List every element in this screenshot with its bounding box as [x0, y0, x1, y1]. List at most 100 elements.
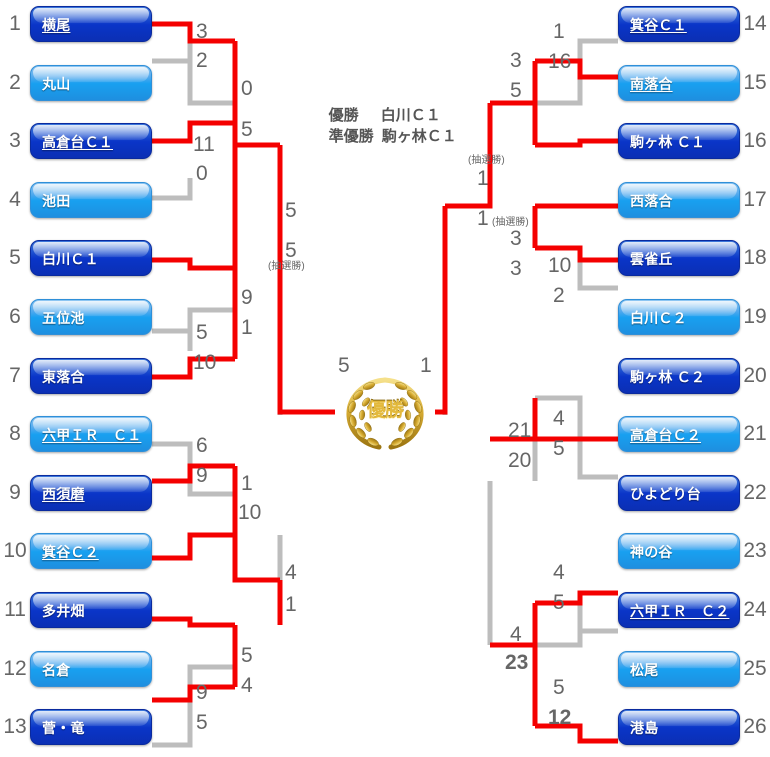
score-value: 5 — [241, 118, 253, 141]
team-name: 駒ヶ林 Ｃ２ — [630, 369, 706, 385]
team-box[interactable]: 港島 — [618, 709, 740, 745]
seed-number: 8 — [9, 422, 21, 445]
seed-number: 3 — [9, 129, 21, 152]
team-box[interactable]: 箕谷Ｃ２ — [30, 533, 152, 569]
team-box[interactable]: 高倉台Ｃ２ — [618, 416, 740, 452]
seed-number: 11 — [4, 598, 26, 621]
score-value: 1 — [553, 20, 565, 43]
team-name: 多井畑 — [42, 603, 85, 619]
team-box[interactable]: 箕谷Ｃ１ — [618, 6, 740, 42]
team-name: 雲雀丘 — [630, 251, 673, 267]
team-name: 西落合 — [630, 193, 673, 209]
team-box[interactable]: 池田 — [30, 182, 152, 218]
final-right-score: 1 — [420, 354, 432, 377]
team-name: 箕谷Ｃ１ — [630, 17, 687, 33]
team-box[interactable]: 雲雀丘 — [618, 240, 740, 276]
seed-number: 16 — [743, 129, 767, 152]
score-value: 5 — [553, 676, 565, 699]
team-name: 南落合 — [630, 76, 673, 92]
team-box[interactable]: 南落合 — [618, 65, 740, 101]
team-box[interactable]: 六甲ＩＲ Ｃ１ — [30, 416, 152, 452]
score-value: 11 — [193, 133, 215, 156]
team-box[interactable]: 名倉 — [30, 651, 152, 687]
team-box[interactable]: ひよどり台 — [618, 475, 740, 511]
seed-number: 4 — [9, 188, 21, 211]
score-value: 10 — [193, 351, 217, 374]
team-name: 駒ヶ林 Ｃ１ — [630, 134, 706, 150]
score-value: 1 — [477, 167, 489, 190]
score-value: 5 — [196, 321, 208, 344]
score-value: 3 — [510, 257, 522, 280]
team-box[interactable]: 東落合 — [30, 358, 152, 394]
team-name: 白川Ｃ１ — [42, 251, 99, 267]
final-left-score: 5 — [338, 354, 350, 377]
team-box[interactable]: 六甲ＩＲ Ｃ２ — [618, 592, 740, 628]
champion-name: 白川Ｃ１ — [380, 107, 441, 124]
score-value: 5 — [196, 711, 208, 734]
team-box[interactable]: 駒ヶ林 Ｃ１ — [618, 123, 740, 159]
champion-label: 優勝 — [328, 107, 359, 124]
team-name: 池田 — [42, 193, 71, 209]
seed-number: 18 — [743, 246, 767, 269]
seed-number: 1 — [9, 12, 21, 35]
score-value: 5 — [553, 437, 565, 460]
score-value: 5 — [553, 591, 565, 614]
lottery-win-note: (抽選勝) — [492, 217, 529, 228]
team-box[interactable]: 西落合 — [618, 182, 740, 218]
score-value: 4 — [553, 561, 565, 584]
team-box[interactable]: 駒ヶ林 Ｃ２ — [618, 358, 740, 394]
seed-number: 21 — [743, 422, 767, 445]
team-box[interactable]: 白川Ｃ２ — [618, 299, 740, 335]
seed-number: 6 — [9, 305, 21, 328]
score-value: 2 — [196, 49, 208, 72]
score-value: 10 — [548, 254, 572, 277]
champion-line: 優勝 白川Ｃ１ — [312, 84, 441, 147]
score-value: 9 — [241, 286, 253, 309]
team-box[interactable]: 多井畑 — [30, 592, 152, 628]
team-name: 西須磨 — [42, 486, 85, 502]
seed-number: 12 — [3, 657, 27, 680]
score-value: 3 — [510, 49, 522, 72]
score-value: 0 — [196, 162, 208, 185]
team-name: 箕谷Ｃ２ — [42, 544, 99, 560]
team-box[interactable]: 丸山 — [30, 65, 152, 101]
score-value: 5 — [285, 199, 297, 222]
score-value: 10 — [238, 501, 262, 524]
seed-number: 23 — [743, 539, 767, 562]
team-name: 五位池 — [42, 310, 85, 326]
score-value: 5 — [510, 79, 522, 102]
score-value: 23 — [505, 651, 529, 674]
team-box[interactable]: 神の谷 — [618, 533, 740, 569]
score-value: 1 — [241, 472, 253, 495]
score-value: 3 — [510, 227, 522, 250]
score-value: 4 — [510, 623, 522, 646]
seed-number: 19 — [743, 305, 767, 328]
runnerup-name: 駒ヶ林Ｃ１ — [381, 128, 457, 145]
team-box[interactable]: 横尾 — [30, 6, 152, 42]
seed-number: 5 — [9, 246, 21, 269]
seed-number: 15 — [743, 71, 767, 94]
score-value: 0 — [241, 77, 253, 100]
score-value: 4 — [285, 561, 297, 584]
team-box[interactable]: 高倉台Ｃ１ — [30, 123, 152, 159]
team-box[interactable]: 五位池 — [30, 299, 152, 335]
score-value: 16 — [548, 50, 572, 73]
team-name: 菅・竜 — [42, 720, 85, 736]
score-value: 3 — [196, 20, 208, 43]
team-box[interactable]: 菅・竜 — [30, 709, 152, 745]
team-box[interactable]: 松尾 — [618, 651, 740, 687]
seed-number: 13 — [3, 715, 27, 738]
team-name: 東落合 — [42, 369, 85, 385]
team-box[interactable]: 白川Ｃ１ — [30, 240, 152, 276]
team-name: 松尾 — [630, 662, 659, 678]
seed-number: 24 — [743, 598, 767, 621]
runnerup-line: 準優勝駒ヶ林Ｃ１ — [312, 105, 457, 168]
score-value: 2 — [553, 284, 565, 307]
seed-number: 10 — [3, 539, 27, 562]
team-name: 高倉台Ｃ２ — [630, 427, 701, 443]
score-value: 1 — [477, 207, 489, 230]
score-value: 21 — [508, 419, 532, 442]
champion-wreath-icon: 優勝 — [339, 371, 431, 451]
team-box[interactable]: 西須磨 — [30, 475, 152, 511]
seed-number: 7 — [9, 364, 21, 387]
